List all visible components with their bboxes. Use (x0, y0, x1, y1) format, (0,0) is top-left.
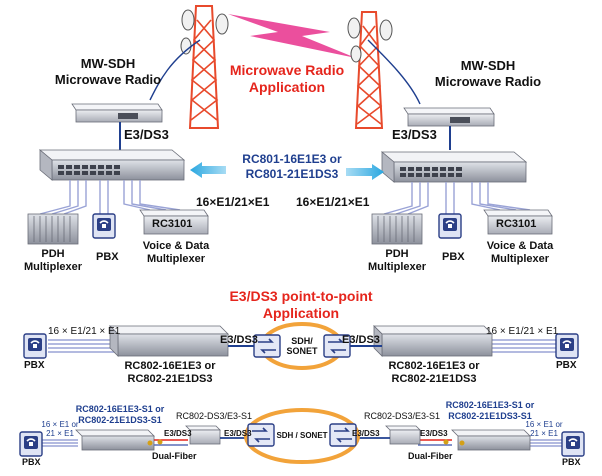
right-pbx-icon (438, 213, 462, 239)
bottom-left-converter-label: RC802-DS3/E3-S1 (176, 411, 253, 421)
left-tower-cable (149, 39, 201, 101)
bottom-right-pbx-label: PBX (562, 457, 581, 467)
microwave-link-beam (228, 14, 356, 58)
left-radio-label: MW-SDH Microwave Radio (54, 56, 162, 87)
middle-left-e3-label: E3/DS3 (220, 334, 258, 346)
right-e1-lines (383, 182, 531, 215)
left-radio-tower (180, 5, 229, 129)
right-pdh-label: PDH Multiplexer (367, 248, 427, 273)
right-pdh-multiplexer (371, 213, 423, 245)
middle-left-device-label: RC802-16E1E3 or RC802-21E1DS3 (124, 360, 216, 385)
right-tower-cable (367, 39, 421, 105)
bottom-right-e1-label: 16 × E1 or 21 × E1 (525, 420, 563, 438)
right-rc801-device (380, 151, 528, 183)
middle-right-pbx-label: PBX (556, 360, 577, 371)
left-rc801-device (38, 149, 186, 181)
middle-right-e3-label: E3/DS3 (342, 334, 380, 346)
middle-left-rc802-device (109, 325, 229, 357)
right-pointer-arrow (346, 164, 384, 180)
left-e1-label: 16×E1/21×E1 (196, 195, 270, 209)
middle-left-e1-lines (48, 339, 118, 353)
bottom-e3-label-4: E3/DS3 (420, 429, 448, 438)
left-e1-lines (39, 180, 181, 215)
right-rc3101-device (483, 209, 553, 235)
bottom-left-device-label: RC802-16E1E3-S1 or RC802-21E1DS3-S1 (75, 404, 165, 425)
middle-left-pbx-label: PBX (24, 360, 45, 371)
right-microwave-radio-unit (403, 107, 495, 127)
bottom-left-rc802-s1-device (75, 429, 155, 451)
bottom-right-converter (385, 425, 421, 445)
left-pointer-arrow (190, 162, 226, 178)
bottom-right-device-label: RC802-16E1E3-S1 or RC802-21E1DS3-S1 (445, 400, 535, 421)
left-pdh-label: PDH Multiplexer (23, 248, 83, 273)
right-pbx-label: PBX (442, 251, 465, 263)
bottom-right-fiber-label: Dual-Fiber (408, 451, 453, 461)
middle-right-e1-label: 16 × E1/21 × E1 (486, 326, 559, 337)
middle-right-pbx-icon (555, 333, 579, 359)
left-rc3101-label: RC3101 (152, 218, 193, 230)
bottom-right-rc802-s1-device (451, 429, 531, 451)
left-e3-label: E3/DS3 (124, 127, 169, 142)
middle-sdh-label: SDH/ SONET (286, 336, 318, 356)
app-title-top: Microwave Radio Application (229, 62, 345, 95)
right-rc3101-label: RC3101 (496, 218, 537, 230)
right-e3-label: E3/DS3 (392, 127, 437, 142)
bottom-sdh-ring (244, 408, 360, 464)
bottom-right-fiber-link (418, 439, 452, 446)
bottom-left-pbx-label: PBX (22, 457, 41, 467)
middle-right-rc802-device (373, 325, 493, 357)
right-voice-data-mux-label: Voice & Data Multiplexer (486, 240, 554, 265)
left-microwave-radio-unit (71, 103, 163, 123)
bottom-left-fiber-link (154, 439, 188, 446)
bottom-left-pbx-icon (19, 431, 43, 457)
bottom-e3-label-1: E3/DS3 (164, 429, 192, 438)
left-rc3101-device (139, 209, 209, 235)
bottom-left-fiber-label: Dual-Fiber (152, 451, 197, 461)
app-title-middle: E3/DS3 point-to-point Application (229, 288, 373, 321)
right-radio-label: MW-SDH Microwave Radio (434, 58, 542, 89)
bottom-right-converter-label: RC802-DS3/E3-S1 (364, 411, 441, 421)
bottom-right-pbx-icon (561, 431, 585, 457)
right-radio-tower (347, 11, 393, 129)
rc801-device-label: RC801-16E1E3 or RC801-21E1DS3 (242, 152, 342, 181)
bottom-right-e1-lines (526, 439, 562, 447)
middle-right-e1-lines (484, 339, 556, 353)
middle-left-pbx-icon (23, 333, 47, 359)
bottom-e3-label-2: E3/DS3 (224, 429, 252, 438)
middle-left-e1-label: 16 × E1/21 × E1 (48, 326, 121, 337)
bottom-e3-label-3: E3/DS3 (352, 429, 380, 438)
bottom-left-converter (185, 425, 221, 445)
left-voice-data-mux-label: Voice & Data Multiplexer (142, 240, 210, 265)
left-pbx-icon (92, 213, 116, 239)
middle-right-device-label: RC802-16E1E3 or RC802-21E1DS3 (388, 360, 480, 385)
left-pbx-label: PBX (96, 251, 119, 263)
right-e1-label: 16×E1/21×E1 (296, 195, 370, 209)
bottom-left-e1-lines (42, 439, 78, 447)
left-pdh-multiplexer (27, 213, 79, 245)
bottom-left-e1-label: 16 × E1 or 21 × E1 (41, 420, 79, 438)
bottom-sdh-label: SDH / SONET (276, 431, 328, 440)
